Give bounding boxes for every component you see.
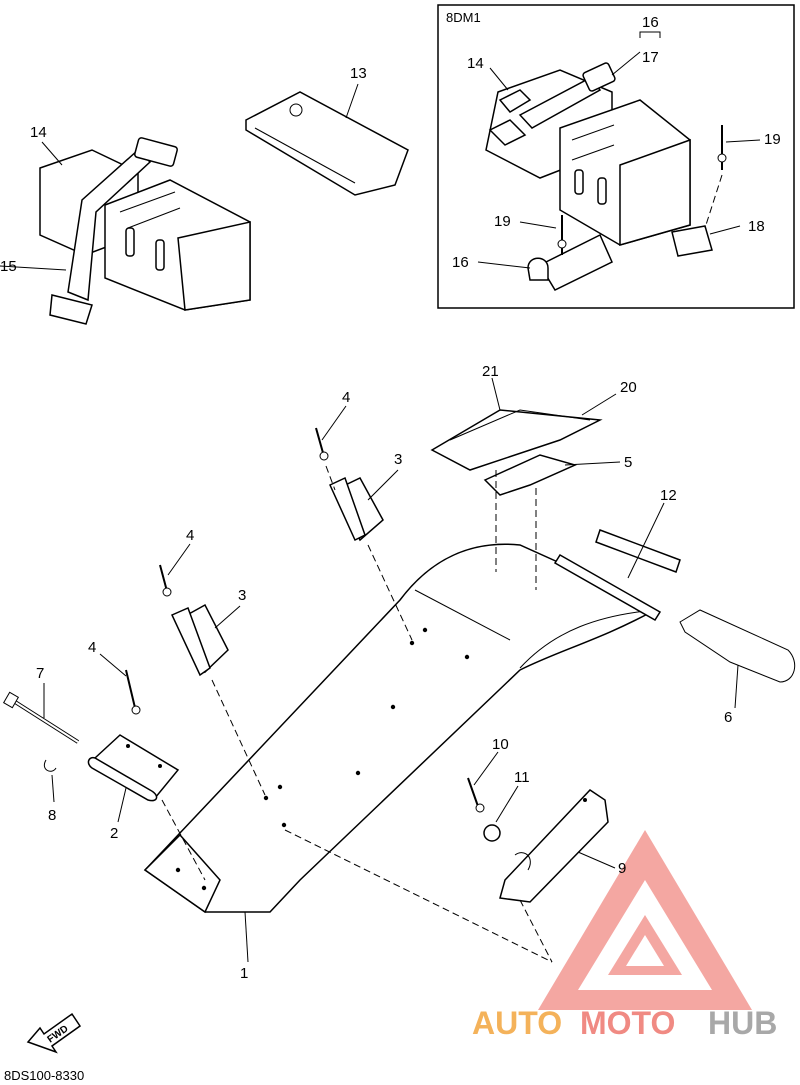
screw-4-lower bbox=[125, 669, 141, 715]
callout-20: 20 bbox=[620, 379, 637, 396]
callout-2: 2 bbox=[110, 825, 118, 842]
callout-17: 17 bbox=[642, 49, 659, 66]
strap-15-buckle-top bbox=[134, 137, 178, 167]
callout-21: 21 bbox=[482, 363, 499, 380]
bracket-16 bbox=[538, 233, 613, 291]
callout-14-inset: 14 bbox=[467, 55, 484, 72]
inset-8dm1: 8DM1 bbox=[437, 4, 795, 309]
callout-16-top: 16 bbox=[642, 14, 659, 31]
callout-9: 9 bbox=[618, 860, 626, 877]
pad-5 bbox=[483, 454, 578, 496]
callout-4-top: 4 bbox=[342, 389, 350, 406]
bolt-7 bbox=[2, 691, 80, 744]
rear-fender-1 bbox=[143, 543, 657, 914]
pad-21 bbox=[430, 409, 603, 471]
callout-15: 15 bbox=[0, 258, 17, 275]
callout-3-middle: 3 bbox=[238, 587, 246, 604]
callout-11: 11 bbox=[514, 769, 530, 786]
battery-inset bbox=[485, 69, 691, 246]
watermark-text-hub: HUB bbox=[708, 1005, 777, 1041]
rail bbox=[553, 553, 662, 622]
bracket-3-upper bbox=[329, 476, 384, 542]
callout-8: 8 bbox=[48, 807, 56, 824]
callout-3-upper: 3 bbox=[394, 451, 402, 468]
screw-10 bbox=[467, 777, 485, 813]
callout-19-right: 19 bbox=[764, 131, 781, 148]
callout-18: 18 bbox=[748, 218, 765, 235]
hook-6 bbox=[679, 609, 796, 683]
watermark-text-auto: AUTO bbox=[472, 1005, 562, 1041]
callout-16-bottom: 16 bbox=[452, 254, 469, 271]
screw-19-right bbox=[717, 125, 727, 170]
callout-6: 6 bbox=[724, 709, 732, 726]
screw-4-middle bbox=[159, 564, 172, 597]
bracket-9 bbox=[499, 789, 609, 903]
screw-19-left bbox=[557, 215, 567, 255]
tool-pouch-13 bbox=[245, 91, 409, 196]
rod-12 bbox=[595, 529, 681, 573]
screw-4-top bbox=[315, 427, 329, 461]
callout-1: 1 bbox=[240, 965, 248, 982]
watermark-logo: AUTO MOTO HUB bbox=[472, 830, 777, 1041]
fwd-arrow-badge: FWD bbox=[26, 1012, 82, 1054]
clip-8 bbox=[43, 759, 57, 772]
strap-15-buckle-bottom bbox=[49, 294, 93, 325]
callout-12: 12 bbox=[660, 487, 677, 504]
inset-frame bbox=[437, 4, 795, 309]
drawing-code: 8DS100-8330 bbox=[4, 1068, 84, 1083]
nut-11 bbox=[483, 824, 501, 842]
callout-7: 7 bbox=[36, 665, 44, 682]
strap-15 bbox=[67, 148, 152, 302]
strap-buckle-inset bbox=[582, 62, 616, 92]
bracket-18 bbox=[671, 225, 713, 257]
callout-13: 13 bbox=[350, 65, 367, 82]
callout-14: 14 bbox=[30, 124, 47, 141]
bracket-3-middle bbox=[170, 603, 229, 677]
callout-5: 5 bbox=[624, 454, 632, 471]
inset-label: 8DM1 bbox=[446, 10, 481, 25]
hinge-2 bbox=[87, 734, 180, 802]
callout-4-middle: 4 bbox=[186, 527, 194, 544]
callout-4-lower: 4 bbox=[88, 639, 96, 656]
pad-20 bbox=[449, 409, 591, 441]
strap-inset bbox=[518, 77, 602, 129]
callout-10: 10 bbox=[492, 736, 509, 753]
watermark-text-moto: MOTO bbox=[580, 1005, 675, 1041]
callout-19-left: 19 bbox=[494, 213, 511, 230]
